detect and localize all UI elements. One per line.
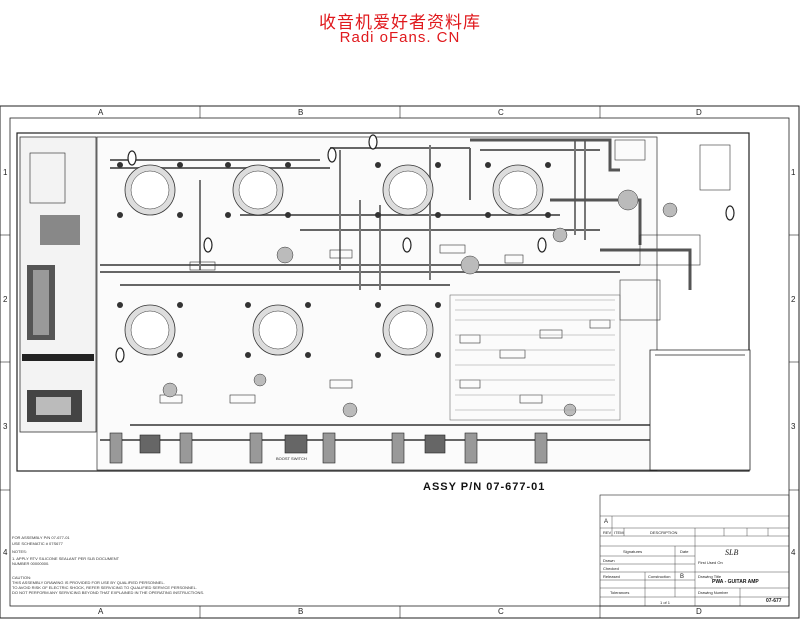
assembly-part-number: ASSY P/N 07-677-01 xyxy=(423,481,546,493)
zone-row-4-left: 4 xyxy=(3,548,8,557)
note-line-3: NOTES: xyxy=(12,549,27,554)
zone-col-d-bottom: D xyxy=(696,607,702,616)
tb-rev-header: REV xyxy=(603,530,612,535)
tb-description-header: DESCRIPTION xyxy=(650,530,678,535)
tb-rev: A xyxy=(604,519,609,525)
note-line-5: NUMBER 00000000. xyxy=(12,561,50,566)
tb-construction-label: Construction xyxy=(648,574,671,579)
zone-col-b-top: B xyxy=(298,108,304,117)
zone-col-b-bottom: B xyxy=(298,607,304,616)
note-line-4: 1. APPLY RTV SILICONE SEALANT PER SLB DO… xyxy=(12,556,120,561)
note-line-9: DO NOT PERFORM ANY SERVICING BEYOND THAT… xyxy=(12,590,205,595)
tb-drawing-number-label: Drawing Number xyxy=(698,590,729,595)
zone-row-2-right: 2 xyxy=(791,295,796,304)
zone-row-2-left: 2 xyxy=(3,295,8,304)
note-line-7: THIS ASSEMBLY DRAWING IS PROVIDED FOR US… xyxy=(12,580,165,585)
note-line-1: FOR ASSEMBLY P/N 07-677-01 xyxy=(12,535,70,540)
zone-row-4-right: 4 xyxy=(791,548,796,557)
boost-switch-label: BOOST SWITCH xyxy=(276,456,307,461)
tb-released-label: Released xyxy=(603,574,620,579)
drawing-frame xyxy=(0,105,800,619)
tb-tolerances-label: Tolerances xyxy=(610,590,630,595)
tb-item-header: ITEM xyxy=(614,530,624,535)
tb-product-name: PWA - GUITAR AMP xyxy=(712,579,759,585)
zone-col-a-bottom: A xyxy=(98,607,104,616)
tb-checked-label: Checked xyxy=(603,566,619,571)
zone-col-d-top: D xyxy=(696,108,702,117)
zone-col-c-bottom: C xyxy=(498,607,504,616)
zone-row-1-right: 1 xyxy=(791,168,796,177)
tb-first-used-label: First Used On xyxy=(698,560,723,565)
note-line-6: CAUTION: xyxy=(12,575,32,580)
tb-sheet: 1 of 1 xyxy=(660,600,671,605)
slb-logo: SLB xyxy=(725,548,739,557)
tb-drawing-title-label: Drawing Title xyxy=(698,574,722,579)
tb-signatures-label: Signatures xyxy=(623,549,643,554)
tb-size-value: B xyxy=(680,574,685,580)
watermark-title: 收音机爱好者资料库 xyxy=(319,13,481,32)
tb-drawn-label: Drawn xyxy=(603,558,615,563)
note-line-2: USE SCHEMATIC # 07S677 xyxy=(12,541,63,546)
zone-row-3-left: 3 xyxy=(3,422,8,431)
zone-col-c-top: C xyxy=(498,108,504,117)
watermark-subtitle: Radi oFans. CN xyxy=(339,29,461,46)
tb-drawing-number: 07-677 xyxy=(766,598,782,604)
zone-row-1-left: 1 xyxy=(3,168,8,177)
zone-row-3-right: 3 xyxy=(791,422,796,431)
zone-col-a-top: A xyxy=(98,108,104,117)
tb-date-label: Date xyxy=(680,549,689,554)
note-line-8: TO AVOID RISK OF ELECTRIC SHOCK, REFER S… xyxy=(12,585,197,590)
